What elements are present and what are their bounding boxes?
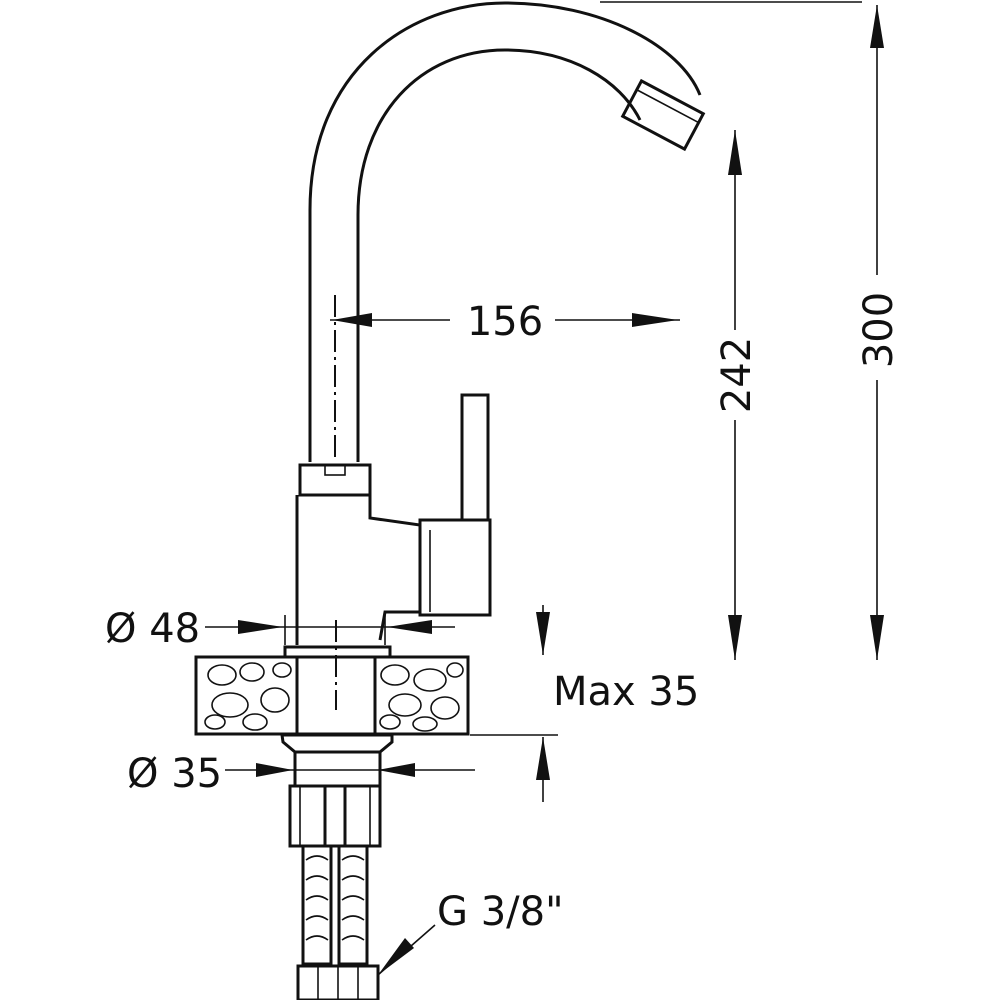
dimension-base-diameter: Ø 48 xyxy=(105,606,455,652)
dimension-total-height: 300 xyxy=(600,1,902,660)
supply-hoses xyxy=(296,844,380,1000)
total-height-label: 300 xyxy=(856,292,902,368)
aerator xyxy=(620,78,706,152)
faucet-body xyxy=(295,393,492,645)
base-flange xyxy=(283,645,392,659)
thread-callout: G 3/8" xyxy=(377,889,563,976)
dimension-hole-diameter: Ø 35 xyxy=(127,751,475,797)
dimension-max-thickness: Max 35 xyxy=(470,605,699,802)
lower-fixing xyxy=(280,733,394,848)
base-diameter-label: Ø 48 xyxy=(105,606,200,652)
hole-diameter-label: Ø 35 xyxy=(127,751,222,797)
reach-label: 156 xyxy=(467,299,543,345)
dimension-spout-height: 242 xyxy=(714,130,760,660)
countertop xyxy=(194,620,470,736)
dimension-reach: 156 xyxy=(330,299,680,345)
thread-label: G 3/8" xyxy=(437,889,563,935)
spout xyxy=(308,1,706,462)
lever-handle xyxy=(460,393,490,522)
max-thickness-label: Max 35 xyxy=(553,669,699,715)
spout-height-label: 242 xyxy=(714,337,760,413)
